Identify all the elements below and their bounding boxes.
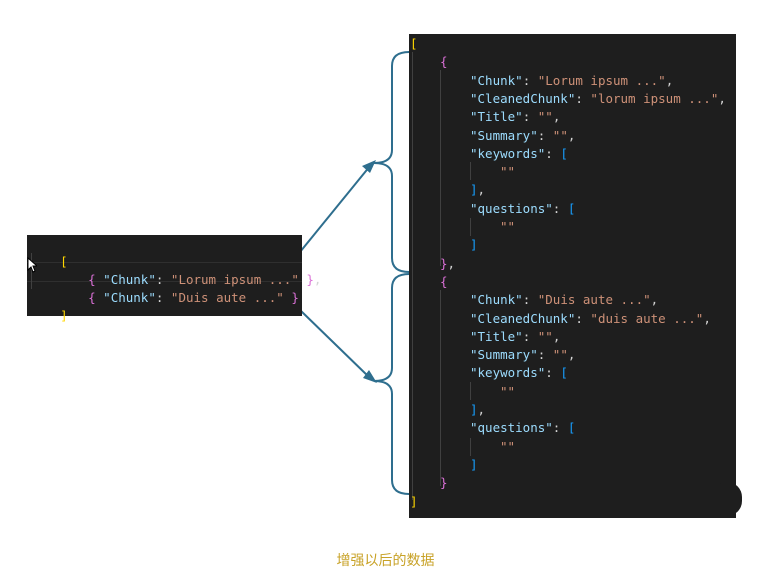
output-json-panel: [ { "Chunk": "Lorum ipsum ...", "CleanedChu… [409,34,736,518]
object-1-array-1-close: ], [470,182,486,198]
object-1-field-value: "lorum ipsum ..." [590,90,719,106]
object-1-array-1-item: "" [409,163,736,181]
object-2-field-1: "Chunk": "Duis aute ...", [470,292,659,308]
input-line-open: [ [27,235,302,269]
object-1-open: { [409,53,736,71]
object-2-field-key: "Chunk" [470,292,523,308]
object-2-field-value: "Duis aute ..." [537,292,651,308]
current-line-highlight [27,262,302,282]
object-1-open-brace: { [440,54,448,70]
object-2-field-value: "duis aute ..." [590,310,704,326]
arrow-line-top [299,165,371,253]
object-1-field-value: "Lorum ipsum ..." [537,72,666,88]
object-1-array-open: [ [560,145,568,161]
scroll-overlay [712,482,742,516]
input-array-close-bracket: ] [60,308,68,323]
object-2-field-2: "CleanedChunk": "duis aute ...", [470,310,711,326]
object-1-close-brace: } [440,255,448,271]
object-1-array-item: "" [500,164,516,180]
input-json-panel: [ { "Chunk": "Lorum ipsum ..." }, { "Chu… [27,235,322,323]
input-item-2-close-brace: } [291,290,299,305]
arrow-line-bottom [299,309,371,379]
input-item-1-key: "Chunk" [103,272,156,287]
object-1-field-key: "Chunk" [470,72,523,88]
object-1-array-2-item: "" [409,218,736,236]
object-1-array-key: "keywords" [470,145,546,161]
object-2-array-close: ] [470,402,478,417]
object-1-field-2: "CleanedChunk": "lorum ipsum ...", [470,90,726,106]
input-item-2-open-brace: { [88,290,96,305]
object-2-field-4: "Summary": "", [470,347,576,363]
object-2-field-value: "" [552,347,568,363]
object-1-array-2-close: ] [409,236,736,254]
arrow-head-top [362,160,376,173]
object-2-array-key: "questions" [470,420,553,436]
object-2-close: } [409,474,736,492]
object-2-field-value: "" [537,328,553,344]
indent-guide [470,382,471,400]
object-2-open: { [409,273,736,291]
object-1-array-2-open: "questions": [ [470,200,576,216]
object-2-field-3: "Title": "", [470,328,561,344]
input-item-1: { "Chunk": "Lorum ipsum ..." }, [88,272,322,287]
object-1-array-close: ] [470,237,478,253]
input-array-open-bracket: [ [60,254,68,269]
arrow-head-bottom [363,370,377,383]
input-item-2-value: "Duis aute ..." [170,290,284,305]
input-item-1-close-brace: } [306,272,314,287]
curly-brace-bottom [373,273,410,495]
object-1-array-close: ] [470,182,478,198]
diagram-caption: 增强以后的数据 [336,553,435,569]
object-2-field-key: "Summary" [470,347,538,363]
object-1-field-value: "" [537,109,553,125]
output-array-open-bracket: [ [410,36,418,51]
object-2-field-key: "Title" [470,328,523,344]
object-1-field-key: "Title" [470,109,523,125]
input-item-2: { "Chunk": "Duis aute ..." } [88,290,299,305]
object-2-open-brace: { [440,273,448,289]
output-array-close-bracket: ] [410,493,418,509]
curly-brace-top [373,51,410,273]
object-1-close: }, [440,255,456,271]
input-item-2-key: "Chunk" [103,290,156,305]
object-1-array-open: [ [567,200,576,216]
object-2-close-brace: } [440,475,448,491]
input-line-close: ] [27,289,302,323]
object-1-array-item: "" [500,219,516,234]
object-2-array-key: "keywords" [470,365,546,381]
object-2-array-1-open: "keywords": [ [470,365,568,381]
object-2-array-item: "" [500,438,516,454]
object-1-array-key: "questions" [470,200,553,216]
object-2-array-open: [ [560,365,568,381]
indent-guide [470,438,471,456]
output-line-open: [ [409,35,736,53]
mouse-cursor-icon [27,257,37,273]
indent-guide [470,218,471,236]
indent-guide [412,52,413,500]
object-1-field-value: "" [552,127,568,143]
indent-guide [440,290,441,486]
indent-guide [470,162,471,180]
indent-guide [440,70,441,266]
object-1-array-1-open: "keywords": [ [470,145,568,161]
output-line-close: ] [409,493,736,511]
object-1-field-1: "Chunk": "Lorum ipsum ...", [470,72,674,88]
object-2-array-close: ] [470,456,478,472]
object-2-array-item: "" [500,383,516,399]
object-1-field-3: "Title": "", [470,109,561,125]
object-2-array-2-open: "questions": [ [470,420,576,436]
object-2-array-1-close: ], [470,402,486,417]
object-1-field-4: "Summary": "", [470,127,576,143]
input-item-1-open-brace: { [88,272,96,287]
object-2-array-open: [ [567,420,576,436]
object-2-array-1-item: "" [409,383,736,401]
object-1-field-key: "Summary" [470,127,538,143]
object-1-field-key: "CleanedChunk" [470,90,576,106]
indent-guide [31,253,32,289]
object-2-array-2-close: ] [409,456,736,474]
input-item-1-value: "Lorum ipsum ..." [170,272,299,287]
object-2-field-key: "CleanedChunk" [470,310,576,326]
object-2-array-2-item: "" [409,438,736,456]
